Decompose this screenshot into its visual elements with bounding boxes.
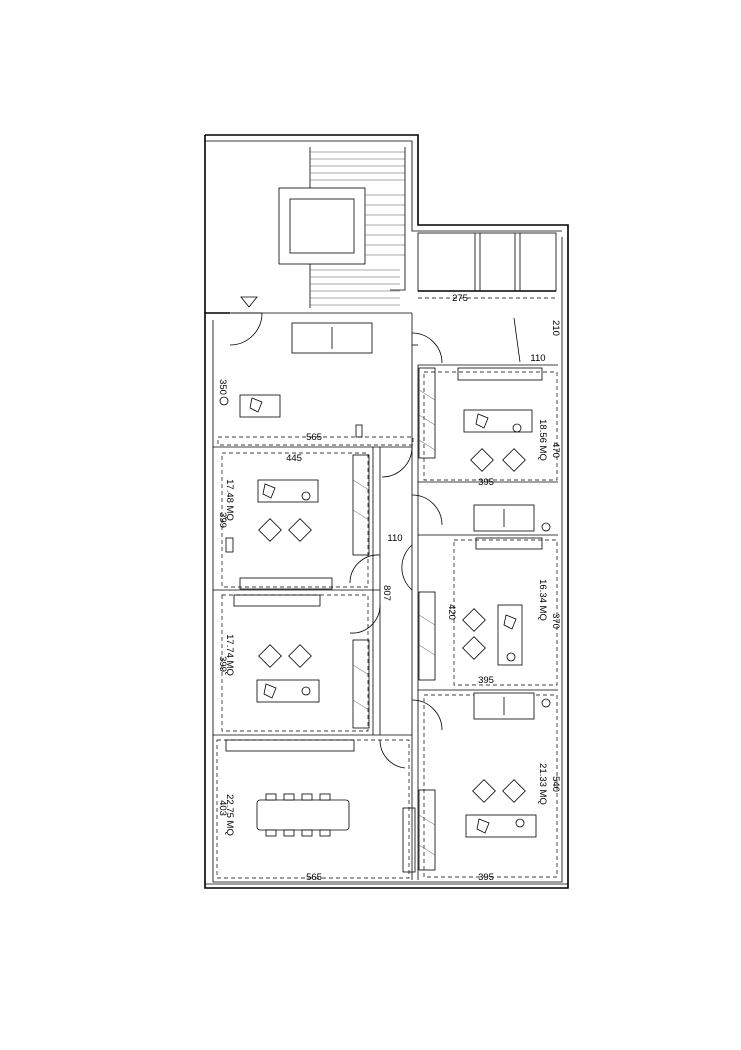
dim-350: 350	[217, 379, 228, 395]
dim-470: 470	[550, 442, 561, 458]
desks	[219, 394, 551, 838]
room-area-left-mid: 17.74 MQ	[224, 634, 235, 676]
dim-110-top: 110	[530, 353, 545, 364]
outer-walls	[204, 134, 569, 889]
shelving	[225, 367, 543, 873]
dim-445: 445	[286, 453, 302, 464]
armchairs	[258, 448, 526, 803]
dim-110-mid: 110	[387, 533, 402, 544]
room-area-meeting: 22.75 MQ	[224, 794, 235, 836]
dim-395-b: 395	[478, 675, 494, 686]
dim-565-top: 565	[306, 432, 322, 443]
dim-565-bottom: 565	[306, 872, 322, 883]
meeting-table	[256, 793, 350, 837]
room-area-left-top: 17.48 MQ	[224, 479, 235, 521]
dim-275: 275	[452, 293, 468, 304]
doors	[229, 312, 521, 769]
dim-370: 370	[550, 613, 561, 629]
dim-395-a: 395	[478, 477, 494, 488]
dim-420: 420	[446, 604, 457, 620]
room-labels: 18.56 MQ 17.48 MQ 16.34 MQ 17.74 MQ 21.3…	[224, 419, 548, 836]
dim-399-b: 399	[217, 656, 228, 672]
sofas	[291, 322, 535, 720]
stair-core	[240, 147, 406, 308]
room-area-top-right: 18.56 MQ	[537, 419, 548, 461]
room-area-bottom-right: 21.33 MQ	[537, 763, 548, 805]
dim-807: 807	[381, 585, 392, 601]
dim-395-c: 395	[478, 872, 494, 883]
dimension-labels: 275 210 110 350 565 445 470 395 399 110 …	[217, 293, 561, 883]
dim-210: 210	[550, 320, 561, 336]
dim-399: 399	[217, 512, 228, 528]
room-area-mid-right: 16.34 MQ	[537, 579, 548, 621]
balcony	[417, 232, 557, 292]
interior-walls	[213, 313, 558, 880]
dim-540: 540	[550, 776, 561, 792]
dim-403: 403	[217, 800, 228, 816]
